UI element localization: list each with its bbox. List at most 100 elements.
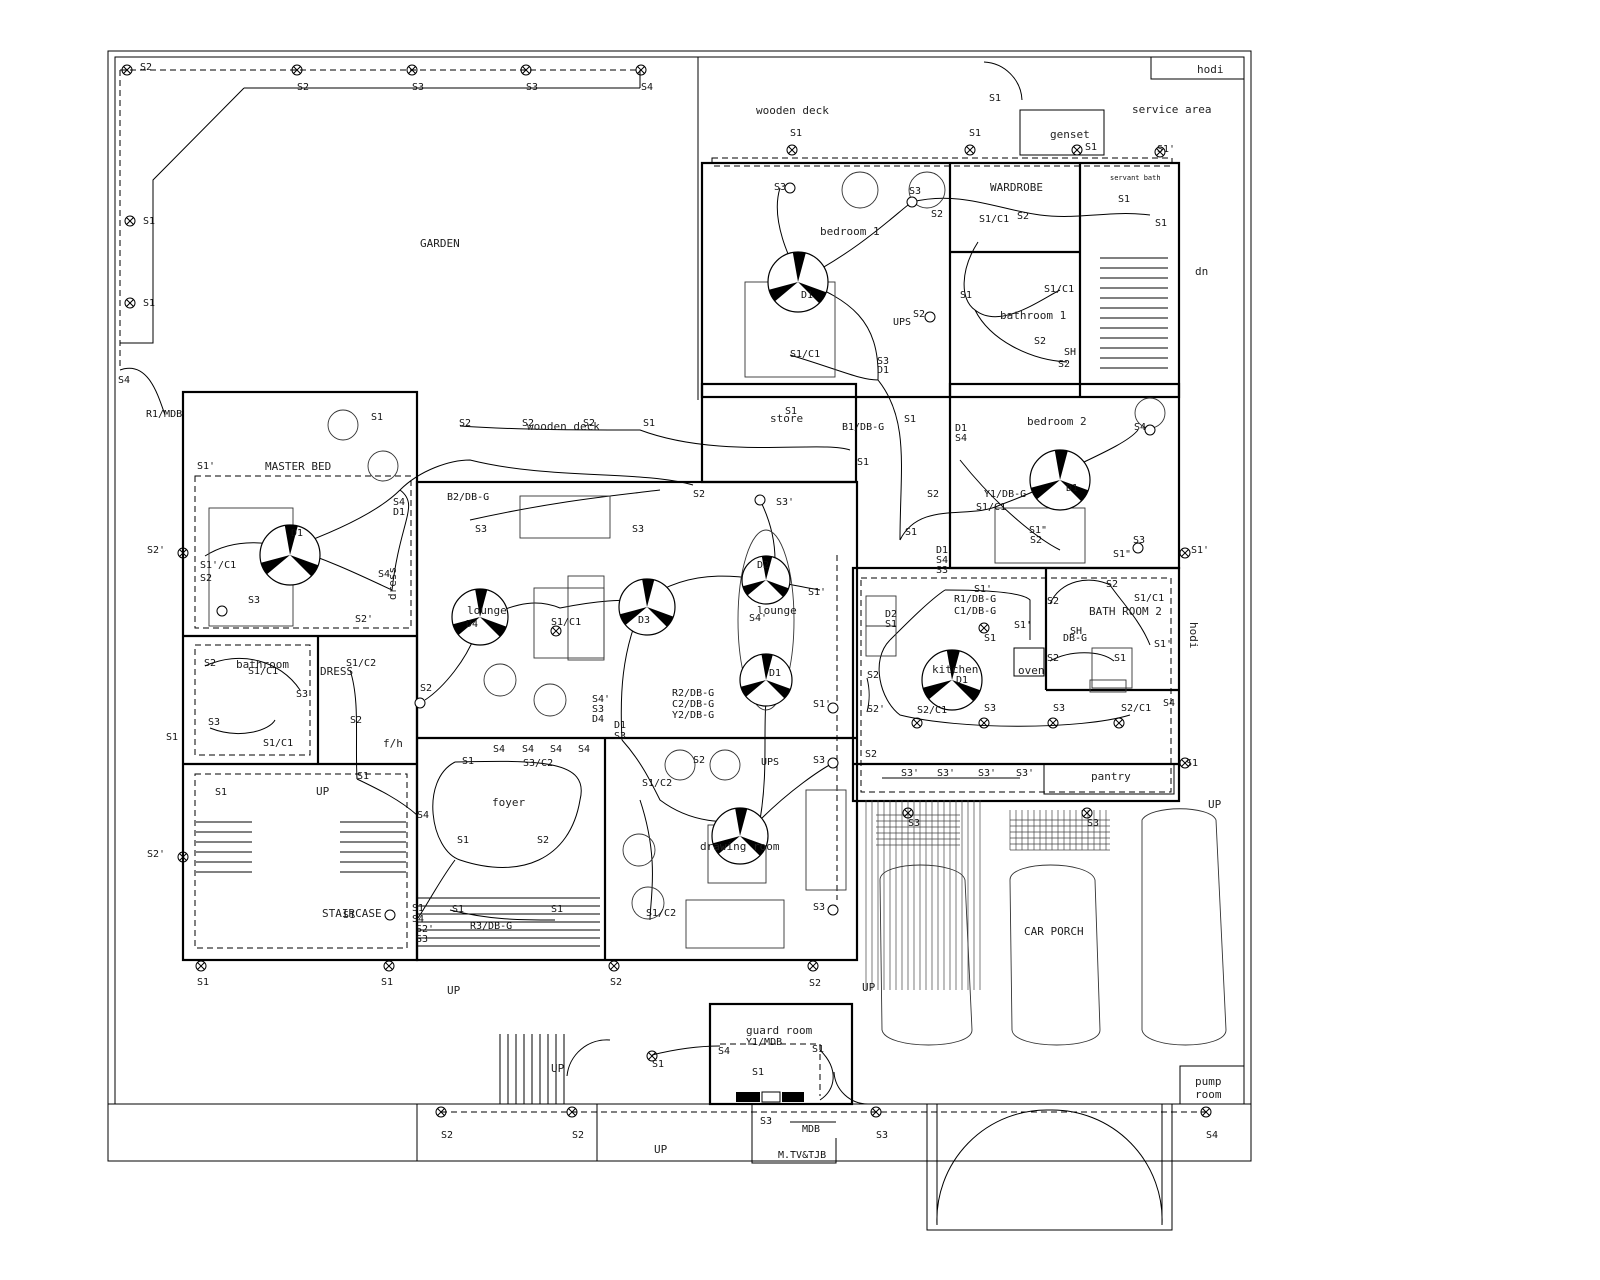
point-label: B1/DB-G (842, 422, 884, 433)
point-label: S1 (960, 290, 972, 301)
light-point-icon (646, 1050, 658, 1062)
point-label: C1/DB-G (954, 606, 996, 617)
point-label: S2 (204, 658, 216, 669)
light-point-icon (978, 717, 990, 729)
point-label: S3 (475, 524, 487, 535)
light-point-icon (124, 215, 136, 227)
point-label: S2 (1106, 579, 1118, 590)
point-label: S1 (1118, 194, 1130, 205)
point-label: D1 (291, 528, 303, 539)
point-label: S3 (526, 82, 538, 93)
point-label: S1' (974, 584, 992, 595)
point-label: S1' (197, 461, 215, 472)
label-drawing-room: drawing room (700, 840, 780, 853)
switch-icon (827, 904, 839, 916)
point-label: S1/C1 (790, 349, 820, 360)
label-dn: dn (1195, 265, 1208, 278)
point-label: S4 (522, 744, 534, 755)
point-label: S3 (632, 524, 644, 535)
point-label: S4 (936, 555, 948, 566)
light-point-icon (978, 622, 990, 634)
point-label: S1' (1014, 620, 1032, 631)
point-label: S2 (140, 62, 152, 73)
point-label: S3 (1087, 818, 1099, 829)
site-boundary (107, 50, 1252, 1162)
point-label: S1' (1157, 144, 1175, 155)
label-master-bed: MASTER BED (265, 460, 331, 473)
point-label: S2 (927, 489, 939, 500)
point-label: S1 (457, 835, 469, 846)
interior-dashed-runs (194, 157, 1206, 1113)
point-label: S1 (343, 910, 355, 921)
point-label: S2' (147, 849, 165, 860)
label-bathroom1: bathroom 1 (1000, 309, 1066, 322)
point-label: S3 (412, 82, 424, 93)
light-point-icon (635, 64, 647, 76)
point-label: R1/MDB (146, 409, 182, 420)
point-label: C2/DB-G (672, 699, 714, 710)
light-point-icon (786, 144, 798, 156)
point-label: S1 (905, 527, 917, 538)
ceiling-fan-icon (1029, 449, 1091, 511)
point-label: D1 (877, 365, 889, 376)
light-point-icon (807, 960, 819, 972)
point-label: S1 (812, 1044, 824, 1055)
point-label: Y2/DB-G (672, 710, 714, 721)
point-label: S1/C1 (1134, 593, 1164, 604)
label-mdb: MDB (802, 1124, 820, 1135)
point-label: S4 (393, 497, 405, 508)
point-label: S3 (1133, 535, 1145, 546)
label-wooden-deck: wooden deck (756, 104, 829, 117)
switch-icon (784, 182, 796, 194)
point-label: S1 (652, 1059, 664, 1070)
light-point-icon (177, 547, 189, 559)
point-label: S1/C1 (551, 617, 581, 628)
point-label: S2 (809, 978, 821, 989)
point-label: S2 (1047, 653, 1059, 664)
switch-icon (384, 909, 396, 921)
point-label: UPS (761, 757, 779, 768)
label-oven: oven (1018, 664, 1045, 677)
point-label: S4 (578, 744, 590, 755)
point-label: D1 (936, 545, 948, 556)
point-label: D1 (1066, 483, 1078, 494)
point-label: S1/C1 (979, 214, 1009, 225)
point-label: S2 (572, 1130, 584, 1141)
point-label: D1 (769, 668, 781, 679)
label-guard-room: guard room (746, 1024, 813, 1037)
point-label: S2 (913, 309, 925, 320)
label-staircase: STAIRCASE (322, 907, 382, 920)
light-point-icon (1113, 717, 1125, 729)
point-label: S3 (877, 356, 889, 367)
point-label: S2 (867, 670, 879, 681)
garden-wiring (119, 69, 641, 416)
point-label: S4 (417, 810, 429, 821)
switch-icon (216, 605, 228, 617)
point-label: S3 (416, 934, 428, 945)
point-label: S2 (1047, 596, 1059, 607)
label-up-5: UP (1208, 798, 1222, 811)
point-label: S1'/C1 (200, 560, 236, 571)
light-point-icon (177, 851, 189, 863)
label-mtv: M.TV&TJB (778, 1150, 826, 1161)
light-point-icon (435, 1106, 447, 1118)
point-label: S2 (441, 1130, 453, 1141)
point-label: S2 (537, 835, 549, 846)
point-label: S4 (1134, 422, 1146, 433)
point-label: S2 (522, 418, 534, 429)
point-label: S2' (355, 614, 373, 625)
point-label: S1/C2 (346, 658, 376, 669)
point-label: S1 (381, 977, 393, 988)
point-label: DB-G (1063, 633, 1087, 644)
point-label: S4 (955, 433, 967, 444)
light-point-icon (1071, 144, 1083, 156)
switch-icon (1144, 424, 1156, 436)
light-point-icon (566, 1106, 578, 1118)
point-label: S1 (462, 756, 474, 767)
point-label: S1 (885, 619, 897, 630)
point-label: S1 (643, 418, 655, 429)
light-point-icon (291, 64, 303, 76)
point-label: S1/C1 (263, 738, 293, 749)
gate (566, 61, 1173, 1231)
